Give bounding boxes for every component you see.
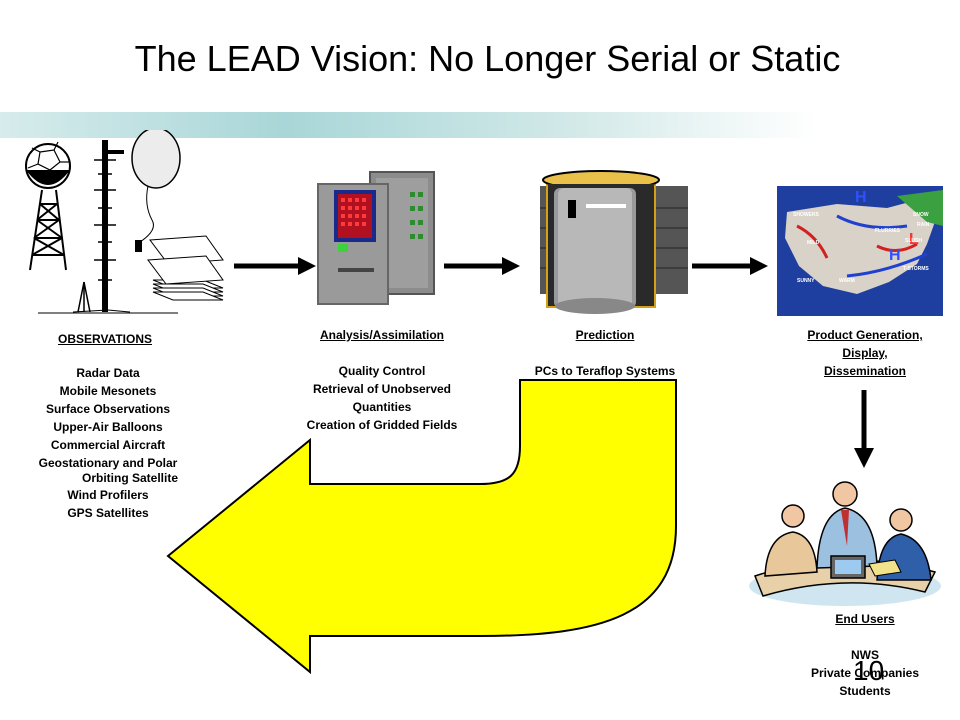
map-label: MILD — [807, 240, 820, 246]
end-users-heading: End Users — [835, 612, 895, 626]
product-heading: Dissemination — [823, 364, 907, 378]
list-item: Creation of Gridded Fields — [306, 418, 458, 432]
map-label: SNOW — [913, 212, 929, 218]
map-label: RAIN — [917, 222, 930, 228]
observations-heading: OBSERVATIONS — [57, 332, 152, 346]
list-item: Surface Observations — [45, 402, 171, 416]
list-item: NWS — [851, 648, 879, 662]
feedback-arrow — [166, 379, 677, 675]
list-item: Students — [839, 684, 891, 698]
list-item: Retrieval of Unobserved — [312, 382, 452, 396]
list-item: Quantities — [352, 400, 412, 414]
list-item: PCs to Teraflop Systems — [534, 364, 676, 378]
list-item: Radar Data — [76, 366, 140, 380]
product-heading: Product Generation, — [807, 328, 923, 342]
arrow-right-icon — [234, 257, 316, 275]
prediction-heading: Prediction — [575, 328, 635, 342]
list-item: Upper-Air Balloons — [53, 420, 163, 434]
prediction-label: Prediction PCs to Teraflop Systems — [515, 326, 695, 380]
list-item: Orbiting Satellite — [81, 471, 178, 485]
end-users-group-icon — [749, 481, 941, 606]
map-label: T-STORMS — [903, 266, 929, 272]
slide-title: The LEAD Vision: No Longer Serial or Sta… — [134, 38, 841, 79]
arrow-right-icon — [692, 257, 768, 275]
list-item: GPS Satellites — [67, 506, 149, 520]
weather-map-icon: H H L SHOWERS MILD SUNNY WARM FLURRIES S… — [777, 186, 943, 316]
page-number: 10 — [853, 655, 885, 686]
list-item: Quality Control — [338, 364, 426, 378]
header-band — [0, 112, 816, 138]
product-heading: Display, — [842, 346, 888, 360]
arrow-right-icon — [444, 257, 520, 275]
arrow-down-icon — [854, 390, 874, 468]
computer-server-icon — [317, 171, 435, 305]
map-label: L — [909, 231, 919, 248]
list-item: Mobile Mesonets — [59, 384, 157, 398]
product-label: Product Generation, Display, Disseminati… — [780, 326, 950, 380]
supercomputer-icon — [540, 170, 688, 314]
end-users-label: End Users NWS Private Companies Students — [780, 610, 950, 700]
list-item: Commercial Aircraft — [50, 438, 166, 452]
map-label: H — [855, 189, 867, 206]
observations-label: OBSERVATIONS — [30, 330, 180, 348]
observation-instruments-icon — [25, 130, 224, 314]
map-label: H — [889, 247, 901, 264]
observations-list: Radar Data Mobile Mesonets Surface Obser… — [8, 364, 208, 522]
analysis-label: Analysis/Assimilation Quality Control Re… — [292, 326, 472, 434]
map-label: SUNNY — [797, 278, 815, 284]
map-label: SHOWERS — [793, 212, 820, 218]
map-label: SLUSH — [905, 238, 922, 244]
map-label: WARM — [839, 278, 855, 284]
map-label: FLURRIES — [875, 228, 901, 234]
analysis-heading: Analysis/Assimilation — [319, 328, 445, 342]
list-item: Private Companies — [810, 666, 920, 680]
list-item: Geostationary and Polar — [38, 456, 178, 470]
list-item: Wind Profilers — [67, 488, 149, 502]
